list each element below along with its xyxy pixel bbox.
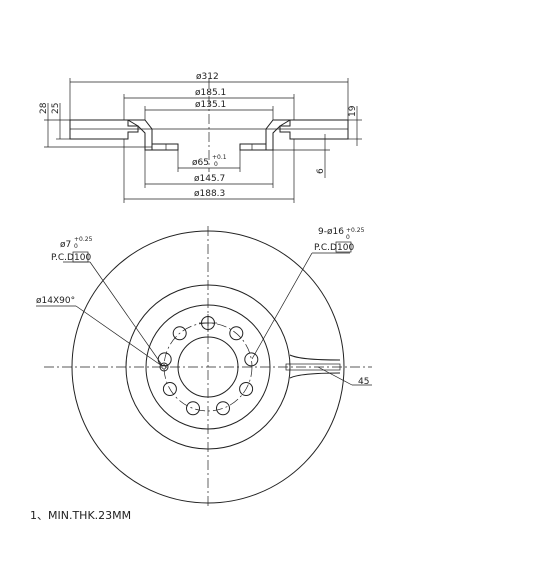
slot-upper-edge: [289, 354, 341, 361]
bolt-holes: [157, 314, 259, 416]
dim-d-hat-top: ø185.1: [195, 88, 226, 98]
dim-disc-thickness: 19: [348, 105, 358, 117]
dim-d-hat-inner: ø135.1: [195, 100, 226, 110]
dim-small-hole: ø7: [60, 240, 71, 250]
dim-offset: 6: [316, 168, 326, 174]
bolt-pcd-prefix: P.C.D: [314, 243, 337, 253]
slot-lower-edge: [289, 372, 341, 379]
face-view: ø7 +0.25 0 P.C.D 100 9-ø16 +0.25 0 P.C.D…: [36, 226, 372, 508]
bolt-hole: [239, 382, 254, 396]
dim-bolt-holes-tol-lower: 0: [346, 234, 350, 241]
locating-hole: [159, 362, 169, 372]
dim-bolt-holes-tol-upper: +0.25: [346, 227, 365, 234]
small-hole-pcd-value: 100: [74, 253, 91, 263]
dim-d-bolt-circle: ø145.7: [194, 174, 225, 184]
dim-chamfer: ø14X90°: [36, 296, 75, 306]
bolt-hole: [172, 326, 187, 341]
locating-hole-chamfer: [161, 364, 167, 370]
dim-bolt-holes: 9-ø16: [318, 227, 344, 237]
dim-small-hole-tol-upper: +0.25: [74, 236, 93, 243]
section-ring-left: [69, 119, 139, 140]
section-ring-right: [279, 119, 349, 140]
dim-hat-height: 25: [51, 103, 61, 114]
slot-section: [285, 363, 341, 371]
dim-d-outer: ø312: [196, 72, 219, 82]
dim-d-center-tol-lower: 0: [214, 161, 218, 168]
bolt-pcd-box: [335, 241, 352, 253]
bolt-hole: [186, 401, 200, 416]
disc-outer-edge: [71, 230, 345, 504]
dim-d-center: ø65: [192, 158, 209, 168]
bolt-hole: [216, 401, 230, 416]
bolt-pcd-value: 100: [337, 243, 354, 253]
bolt-hole: [229, 326, 244, 341]
section-hat-right: [265, 119, 292, 151]
bolt-hole: [162, 382, 177, 396]
dim-total-height: 28: [39, 102, 49, 114]
dim-slot-angle: 45: [358, 377, 369, 387]
section-hat-top-left: [151, 143, 179, 151]
min-thickness-note: 1、MIN.THK.23MM: [30, 509, 132, 522]
dim-d-center-tol-upper: +0.1: [212, 154, 227, 161]
small-hole-pcd-box: [72, 251, 89, 263]
section-hat-top-right: [239, 143, 267, 151]
disc-inner-ring-edge: [125, 284, 291, 450]
dim-d-hat-base: ø188.3: [194, 189, 225, 199]
center-bore: [177, 336, 239, 398]
section-view: ø312 ø185.1 ø135.1 ø65 +0.1 0 ø145.7 ø18…: [39, 72, 362, 203]
hat-edge: [145, 304, 271, 430]
dim-small-hole-tol-lower: 0: [74, 243, 78, 250]
bolt-hole: [244, 352, 259, 367]
small-hole-pcd-prefix: P.C.D: [51, 253, 74, 263]
section-hat-left: [126, 119, 153, 151]
